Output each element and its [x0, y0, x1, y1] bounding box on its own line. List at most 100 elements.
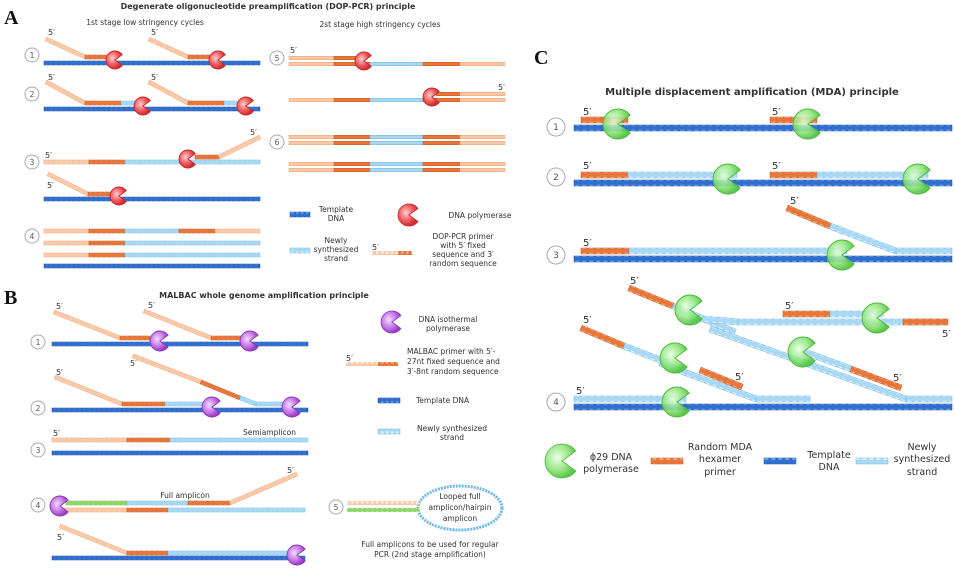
- stage1-label: 1st stage low stringency cycles: [86, 18, 204, 27]
- svg-text:3: 3: [30, 158, 35, 167]
- strand-segment: [333, 141, 371, 145]
- legend-hexamer-line1: Random MDA: [688, 442, 753, 453]
- step-number: 4: [24, 228, 40, 244]
- panel-c-strands: 15′5′25′5′35′5′45′5′5′5′5′5′5′: [546, 107, 953, 418]
- step-number: 1: [30, 334, 46, 350]
- strand-segment: [119, 335, 151, 341]
- five-prime-label: 5′: [772, 107, 781, 118]
- strand-segment: [126, 507, 169, 513]
- dna-polymerase-icon: [109, 186, 127, 206]
- legend-new-line3: strand: [324, 254, 348, 263]
- five-prime-label: 5′: [735, 372, 744, 383]
- five-prime-label: 5′: [48, 28, 55, 37]
- hairpin-complement-strand: [347, 508, 419, 512]
- step-number: 5: [269, 50, 285, 66]
- step-number: 6: [269, 134, 285, 150]
- legend-b-template-swatch: [377, 397, 401, 404]
- svg-text:6: 6: [275, 138, 280, 147]
- strand-segment: [459, 98, 506, 102]
- strand-segment: [579, 324, 626, 350]
- phi29-polymerase-icon: [602, 108, 631, 140]
- isothermal-polymerase-icon: [201, 396, 221, 418]
- legend-primer-5prime: 5′: [372, 243, 379, 252]
- strand-segment: [43, 228, 90, 234]
- legend-new-strand-swatch: [289, 247, 311, 254]
- strand-segment: [580, 171, 629, 179]
- phi29-polymerase-icon: [544, 443, 577, 479]
- five-prime-label: 5′: [583, 107, 592, 118]
- legend-template-line1: Template: [318, 205, 354, 214]
- legend-malbac-random: [378, 362, 398, 366]
- step-number: 1: [546, 117, 566, 137]
- legend-c-new-line1: Newly: [908, 442, 937, 453]
- isothermal-polymerase-icon: [286, 544, 306, 566]
- panel-c-title: Multiple displacement amplification (MDA…: [605, 87, 899, 98]
- panel-a: A Degenerate oligonucleotide preamplific…: [4, 2, 506, 269]
- strand-segment: [459, 135, 506, 139]
- template-dna: [43, 106, 261, 112]
- primer-fixed-tail: [44, 36, 87, 60]
- svg-text:2: 2: [36, 404, 41, 413]
- legend-c-new-swatch: [855, 457, 889, 465]
- strand-segment: [124, 252, 261, 258]
- dna-polymerase-icon: [105, 50, 123, 70]
- strand-segment: [369, 168, 424, 172]
- phi29-polymerase-icon: [674, 294, 703, 326]
- legend-template-swatch: [289, 211, 311, 218]
- step-number: 2: [546, 167, 566, 187]
- primer-fixed: [43, 159, 90, 165]
- dna-polymerase-icon: [133, 96, 151, 116]
- strand-segment: [52, 309, 122, 341]
- primer-fixed-tail: [147, 36, 190, 60]
- strand-segment: [51, 437, 128, 443]
- primer-fixed-tail: [147, 79, 190, 106]
- five-prime-label: 5′: [790, 196, 799, 207]
- phi29-polymerase-icon: [712, 163, 741, 195]
- legend-c-new-line2: synthesized: [894, 454, 951, 465]
- step-number: 3: [24, 154, 40, 170]
- strand-segment: [905, 395, 953, 403]
- five-prime-label: 5′: [56, 302, 63, 311]
- primer-random: [88, 159, 126, 165]
- strand-segment: [422, 141, 461, 145]
- isothermal-polymerase-icon: [281, 396, 301, 418]
- strand-segment: [126, 550, 169, 556]
- loop-label-line3: amplicon: [443, 514, 478, 523]
- panel-a-title: Degenerate oligonucleotide preamplificat…: [121, 2, 416, 11]
- five-prime-label: 5′: [48, 73, 55, 82]
- strand-segment: [627, 284, 675, 310]
- legend-hexamer-swatch: [650, 457, 684, 465]
- svg-text:5: 5: [334, 503, 339, 512]
- five-prime-label: 5′: [583, 238, 592, 249]
- primer-fixed-tail: [44, 79, 87, 106]
- strand-segment: [53, 374, 124, 407]
- five-prime-label: 5′: [47, 181, 54, 190]
- legend-hexamer-line3: primer: [704, 467, 736, 478]
- phi29-polymerase-icon: [861, 302, 890, 334]
- panel-b-legend: DNA isothermal polymerase 5′ MALBAC prim…: [346, 310, 504, 559]
- template-dna: [573, 179, 953, 187]
- legends: Template DNA Newly synthesized strand DN…: [289, 203, 951, 559]
- strand-segment: [369, 135, 424, 139]
- legend-b-new-line2: strand: [440, 433, 464, 442]
- legend-b-new-swatch: [377, 428, 401, 435]
- phi29-polymerase-icon: [659, 342, 688, 374]
- strand-segment: [65, 500, 128, 506]
- legend-b-template: Template DNA: [415, 396, 470, 405]
- phi29-polymerase-icon: [826, 239, 855, 271]
- five-prime-label: 5′: [53, 429, 60, 438]
- strand-segment: [124, 240, 261, 246]
- strand-segment: [459, 62, 506, 66]
- legend-c-template-swatch: [763, 457, 797, 465]
- svg-text:4: 4: [553, 398, 559, 408]
- legend-phi29-line1: ϕ29 DNA: [590, 452, 633, 463]
- new-strand: [223, 100, 239, 106]
- legend-new-line1: Newly: [325, 236, 348, 245]
- footnote-line2: PCR (2nd stage amplification): [374, 550, 486, 559]
- primer-random-end: [187, 100, 225, 106]
- template-dna: [51, 407, 309, 413]
- dna-polymerase-icon: [354, 51, 372, 71]
- template-dna: [43, 60, 261, 66]
- legend-b-new-line1: Newly synthesized: [417, 424, 487, 433]
- dna-polymerase-icon: [397, 203, 419, 227]
